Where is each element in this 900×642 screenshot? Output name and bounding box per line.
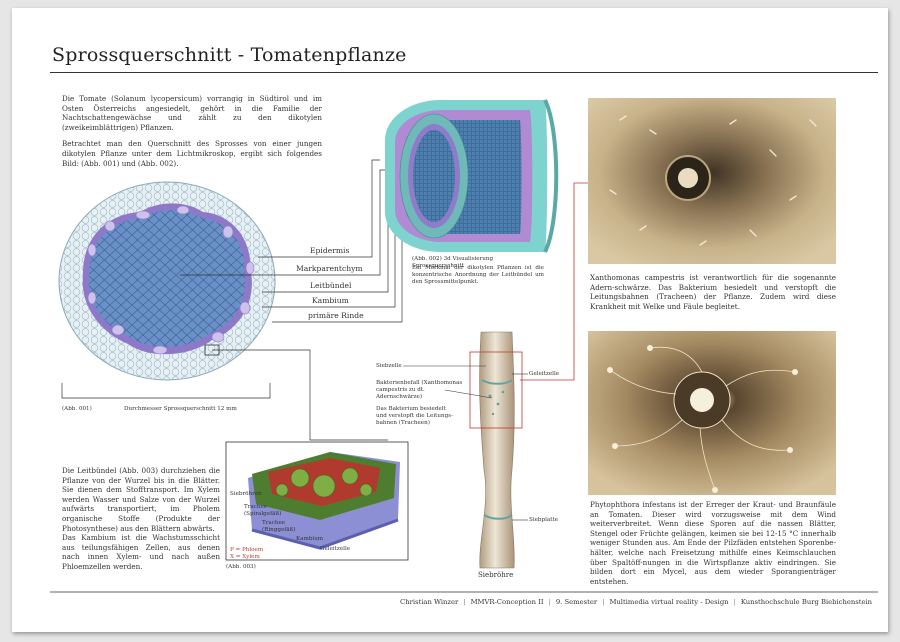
- label-kambium-detail: Kambium: [296, 536, 324, 542]
- footer-course: MMVR-Conception II: [470, 598, 544, 606]
- footer-semester: 9. Semester: [555, 598, 598, 606]
- markparenchym: [88, 210, 246, 348]
- footer-program: Multimedia virtual reality - Design: [609, 598, 729, 606]
- label-siebzelle: Siebzelle: [376, 363, 402, 369]
- page-title: Sprossquerschnitt - Tomatenpflanze: [52, 44, 407, 66]
- xanthomonas-render: [588, 98, 836, 264]
- label-trachee-spiral: Trachee (Spiralgefäß): [244, 504, 282, 517]
- label-geleitzelle-detail: Geleitzelle: [320, 546, 351, 552]
- intro-paragraph-2: Betrachtet man den Querschnitt des Spros…: [62, 139, 322, 168]
- caption-siebroehre: Siebröhre: [478, 571, 514, 579]
- caption-abb-003: (Abb. 003): [226, 564, 256, 570]
- caption-abb-002: (Abb. 002) 3d Visualisierung Sprossquers…: [412, 256, 494, 269]
- legend-phloem: P = Phloem: [230, 547, 264, 553]
- footer-school: Kunsthochschule Burg Biebichenstein: [740, 598, 873, 606]
- label-bakterium-text: Das Bakterium besiedelt und verstopft di…: [376, 406, 453, 426]
- footer: Christian Winzer|MMVR-Conception II|9. S…: [400, 598, 873, 606]
- phytophthora-text: Phytophthora infestans ist der Erreger d…: [590, 500, 836, 586]
- red-connector: [520, 182, 588, 381]
- label-leitbuendel: Leitbündel: [310, 281, 352, 290]
- infection-marker: [469, 351, 523, 429]
- caption-abb-001: (Abb. 001): [62, 406, 92, 412]
- phytophthora-render: [588, 331, 836, 495]
- footer-author: Christian Winzer: [400, 598, 459, 606]
- cross-section-diagram: [58, 181, 276, 381]
- intro-text: Die Tomate (Solanum lycopersicum) vorran…: [62, 94, 322, 168]
- label-siebplatte: Siebplatte: [529, 517, 559, 523]
- leitbuendel-render: [225, 441, 409, 561]
- siebroehre-render: [469, 331, 523, 569]
- abb-002-note: Ein Merkmal der dikotylen Pflanzen ist d…: [412, 265, 544, 285]
- label-kambium: Kambium: [312, 296, 349, 305]
- legend-xylem: X = Xylem: [230, 554, 260, 560]
- label-epidermis: Epidermis: [310, 246, 350, 255]
- siebroehre-leaders: [403, 365, 528, 521]
- label-siebroehren: Siebröhren: [230, 491, 262, 497]
- leitbuendel-group: [87, 205, 255, 355]
- label-primaere-rinde: primäre Rinde: [308, 311, 364, 320]
- leitbuendel-text: Die Leitbündel (Abb. 003) durchziehen di…: [62, 466, 220, 572]
- leitbuendel-paragraph-2: Das Kambium ist die Wachstumsschicht aus…: [62, 533, 220, 571]
- leader-lines: [61, 159, 412, 441]
- diameter-caption: Durchmesser Sprossquerschnitt 12 mm: [124, 406, 237, 412]
- label-geleitzelle: Geleitzelle: [529, 371, 560, 377]
- label-bakterienbefall: Bakterienbefall (Xanthomonas campestris …: [376, 380, 463, 400]
- label-trachee-ring: Trachee (Ringgefäß): [262, 520, 296, 533]
- 3d-stem-render: [385, 99, 559, 253]
- xanthomonas-text: Xanthomonas campestris ist verantwortlic…: [590, 273, 836, 311]
- intro-paragraph-1: Die Tomate (Solanum lycopersicum) vorran…: [62, 94, 322, 132]
- title-rule: [50, 72, 878, 73]
- label-markparenchym: Markparentchym: [296, 264, 363, 273]
- leitbuendel-paragraph-1: Die Leitbündel (Abb. 003) durchziehen di…: [62, 466, 220, 533]
